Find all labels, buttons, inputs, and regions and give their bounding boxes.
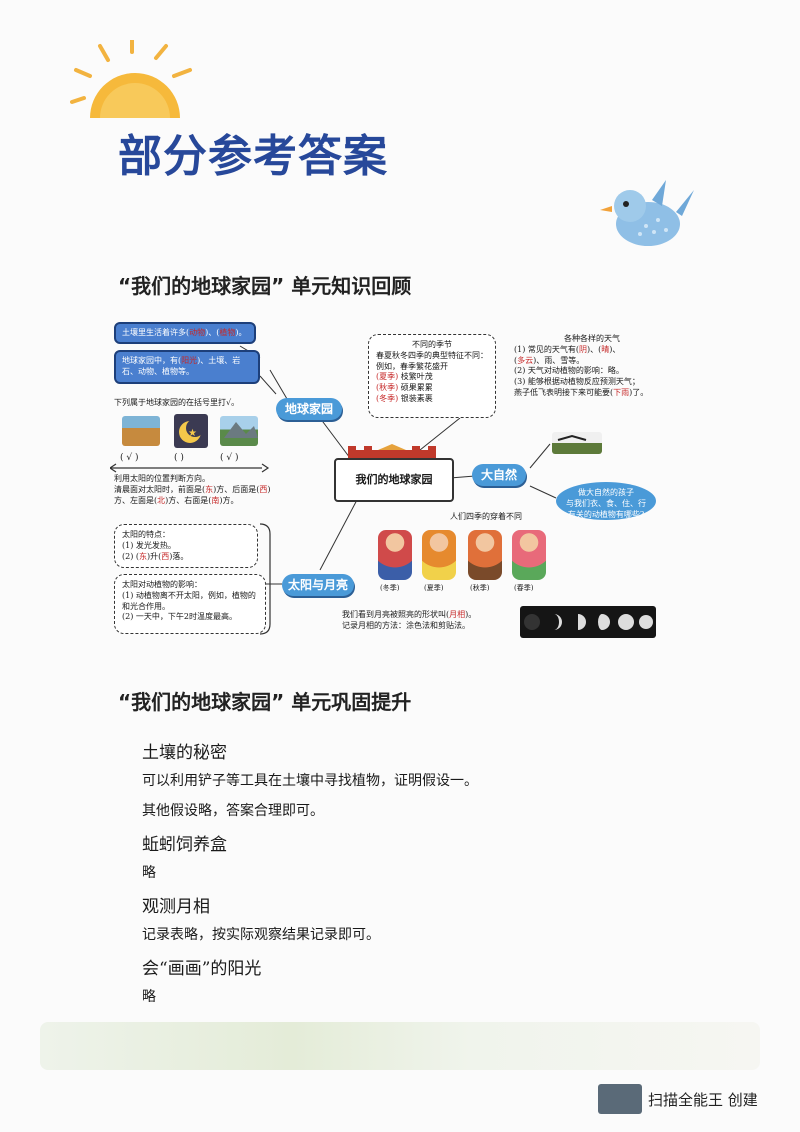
answer-line-2: 其他假设略，答案合理即可。 [142, 800, 662, 818]
direction-line-1: 清晨面对太阳时，前面是(东)方、后面是(西) [114, 485, 334, 496]
sun-illustration [70, 40, 200, 120]
answer-heading-1: 土壤的秘密 [142, 738, 662, 760]
mark-1: ( √ ) [120, 452, 138, 464]
mountain-picture [220, 416, 258, 446]
bottom-decoration [40, 1022, 760, 1070]
summer-figure [422, 530, 456, 580]
mark-2: ( ) [174, 452, 184, 464]
winter-figure [378, 530, 412, 580]
knowledge-mindmap: 土壤里生活着许多(动物)、(植物)。 地球家园中，有(阳光)、土壤、岩石、动物、… [110, 318, 670, 648]
season-label-2: (夏季) [424, 584, 443, 593]
answer-line-4: 记录表略，按实际观察结果记录即可。 [142, 924, 662, 942]
sun-effect-box: 太阳对动植物的影响： (1) 动植物离不开太阳，例如，植物的和光合作用。 (2)… [114, 574, 266, 634]
direction-text: 利用太阳的位置判断方向。 清晨面对太阳时，前面是(东)方、后面是(西) 方、左面… [114, 474, 334, 506]
star-icon: ★ [188, 428, 197, 439]
seasons-box: 不同的季节 春夏秋冬四季的典型特征不同： 例如，春季繁花盛开 (夏季) 枝繁叶茂… [368, 334, 496, 418]
nature-question-bubble: 做大自然的孩子 与我们衣、食、住、行 有关的动植物有哪些? [556, 482, 656, 520]
watermark-text: 扫描全能王 创建 [648, 1089, 758, 1110]
answers-list: 土壤的秘密 可以利用铲子等工具在土壤中寻找植物，证明假设一。 其他假设略，答案合… [142, 738, 662, 1016]
bird-illustration [596, 176, 696, 256]
earth-box-elements: 地球家园中，有(阳光)、土壤、岩石、动物、植物等。 [114, 350, 260, 384]
swallow-picture [552, 432, 602, 454]
answer-heading-2: 蚯蚓饲养盒 [142, 830, 662, 852]
season-label-1: (冬季) [380, 584, 399, 593]
scanner-watermark: 扫描全能王 创建 [598, 1084, 758, 1114]
scanner-logo-icon [598, 1084, 642, 1114]
review-heading: “我们的地球家园” 单元知识回顾 [118, 270, 411, 299]
spring-figure [512, 530, 546, 580]
mark-instruction: 下列属于地球家园的在括号里打√。 [114, 398, 239, 409]
desert-picture [122, 416, 160, 446]
mark-3: ( √ ) [220, 452, 238, 464]
page-title: 部分参考答案 [118, 120, 388, 184]
node-sun-moon: 太阳与月亮 [282, 574, 354, 596]
season-label-3: (秋季) [470, 584, 489, 593]
answer-heading-4: 会“画画”的阳光 [142, 954, 662, 976]
season-label-4: (春季) [514, 584, 533, 593]
answer-line-1: 可以利用铲子等工具在土壤中寻找植物，证明假设一。 [142, 770, 662, 788]
center-node: 我们的地球家园 [334, 458, 454, 502]
node-nature: 大自然 [472, 464, 526, 486]
answer-line-3: 略 [142, 862, 662, 880]
consolidate-heading: “我们的地球家园” 单元巩固提升 [118, 686, 411, 715]
clothes-title: 人们四季的穿着不同 [450, 512, 522, 523]
weather-text: 各种各样的天气 (1) 常见的天气有(阴)、(晴)、 (多云)、雨、雪等。 (2… [514, 334, 670, 399]
moon-text: 我们看到月亮被照亮的形状叫(月相)。 记录月相的方法：涂色法和剪贴法。 [342, 610, 522, 632]
node-earth-home: 地球家园 [276, 398, 342, 420]
answer-line-5: 略 [142, 986, 662, 1004]
autumn-figure [468, 530, 502, 580]
sun-features-box: 太阳的特点： (1) 发光发热。 (2) (东)升(西)落。 [114, 524, 258, 568]
earth-box-life: 土壤里生活着许多(动物)、(植物)。 [114, 322, 256, 344]
direction-title: 利用太阳的位置判断方向。 [114, 474, 334, 485]
moon-phase-strip [520, 606, 656, 638]
answer-heading-3: 观测月相 [142, 892, 662, 914]
direction-line-2: 方、左面是(北)方、右面是(南)方。 [114, 496, 334, 507]
moon-star-picture: ★ [174, 414, 208, 448]
